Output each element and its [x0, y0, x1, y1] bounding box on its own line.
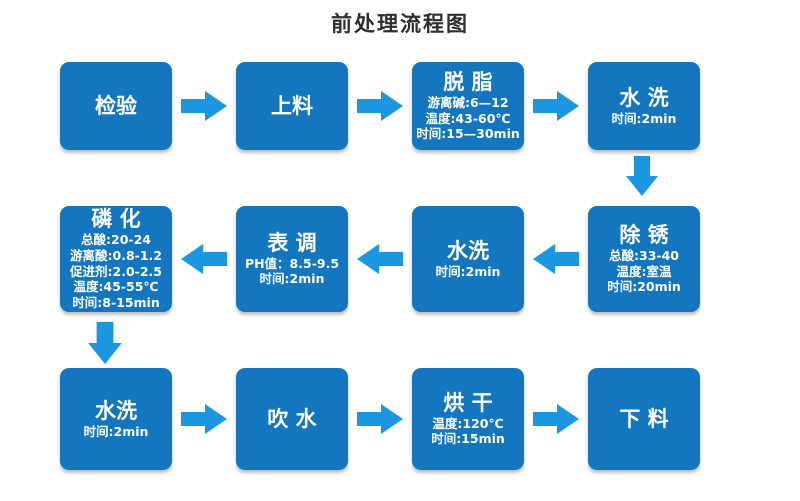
flow-node-phosphating: 磷 化 总酸:20-24 游离酸:0.8-1.2 促进剂:2.0-2.5 温度:…	[60, 206, 172, 312]
node-label: 下 料	[619, 406, 669, 431]
node-detail: PH值：8.5-9.5	[244, 255, 340, 271]
node-detail: 时间:2min	[611, 110, 677, 126]
node-detail: 时间:20min	[607, 279, 681, 295]
node-label: 吹 水	[267, 406, 317, 431]
arrow-down-icon	[624, 156, 660, 196]
page-title: 前处理流程图	[331, 12, 469, 36]
node-detail: 时间:15min	[431, 431, 505, 447]
node-detail: 温度:43-60℃	[425, 110, 511, 126]
arrow-right-icon	[533, 89, 579, 123]
node-detail: 游离碱:6—12	[427, 94, 509, 110]
node-label: 检验	[95, 93, 137, 118]
node-label: 水洗	[447, 238, 489, 263]
node-detail: 温度:120℃	[432, 415, 504, 431]
node-detail: 时间:2min	[435, 263, 501, 279]
node-label: 除 锈	[619, 222, 669, 247]
arrow-right-icon	[181, 89, 227, 123]
node-label: 表 调	[267, 230, 317, 255]
node-label: 脱 脂	[443, 69, 493, 94]
arrow-left-icon	[533, 242, 579, 276]
flow-node-surface-conditioning: 表 调 PH值：8.5-9.5 时间:2min	[236, 206, 348, 312]
flow-node-derusting: 除 锈 总酸:33-40 温度:室温 时间:20min	[588, 206, 700, 312]
node-detail: 时间:2min	[259, 271, 325, 287]
flow-node-water-blowoff: 吹 水	[236, 368, 348, 470]
flow-node-rinse-3: 水洗 时间:2min	[60, 368, 172, 470]
flow-node-inspection: 检验	[60, 62, 172, 150]
node-label: 水洗	[95, 398, 137, 423]
node-detail: 温度:室温	[616, 263, 672, 279]
node-detail: 总酸:20-24	[81, 232, 151, 248]
node-label: 水 洗	[619, 85, 669, 110]
flow-node-degreasing: 脱 脂 游离碱:6—12 温度:43-60℃ 时间:15—30min	[412, 62, 524, 150]
node-detail: 时间:8-15min	[72, 295, 160, 311]
flow-node-drying: 烘 干 温度:120℃ 时间:15min	[412, 368, 524, 470]
node-detail: 总酸:33-40	[609, 247, 679, 263]
flow-node-unloading: 下 料	[588, 368, 700, 470]
arrow-right-icon	[357, 89, 403, 123]
node-detail: 温度:45-55℃	[73, 279, 159, 295]
flow-node-loading: 上料	[236, 62, 348, 150]
arrow-right-icon	[181, 402, 227, 436]
node-detail: 时间:15—30min	[416, 126, 520, 142]
node-label: 烘 干	[443, 390, 493, 415]
node-detail: 游离酸:0.8-1.2	[70, 247, 162, 263]
node-detail: 时间:2min	[83, 423, 149, 439]
node-label: 磷 化	[91, 207, 141, 232]
flow-node-rinse-2: 水洗 时间:2min	[412, 206, 524, 312]
node-label: 上料	[271, 93, 313, 118]
arrow-left-icon	[181, 242, 227, 276]
arrow-down-icon	[86, 322, 124, 364]
node-detail: 促进剂:2.0-2.5	[70, 263, 162, 279]
arrow-left-icon	[357, 242, 403, 276]
flow-node-rinse-1: 水 洗 时间:2min	[588, 62, 700, 150]
arrow-right-icon	[533, 402, 579, 436]
arrow-right-icon	[357, 402, 403, 436]
